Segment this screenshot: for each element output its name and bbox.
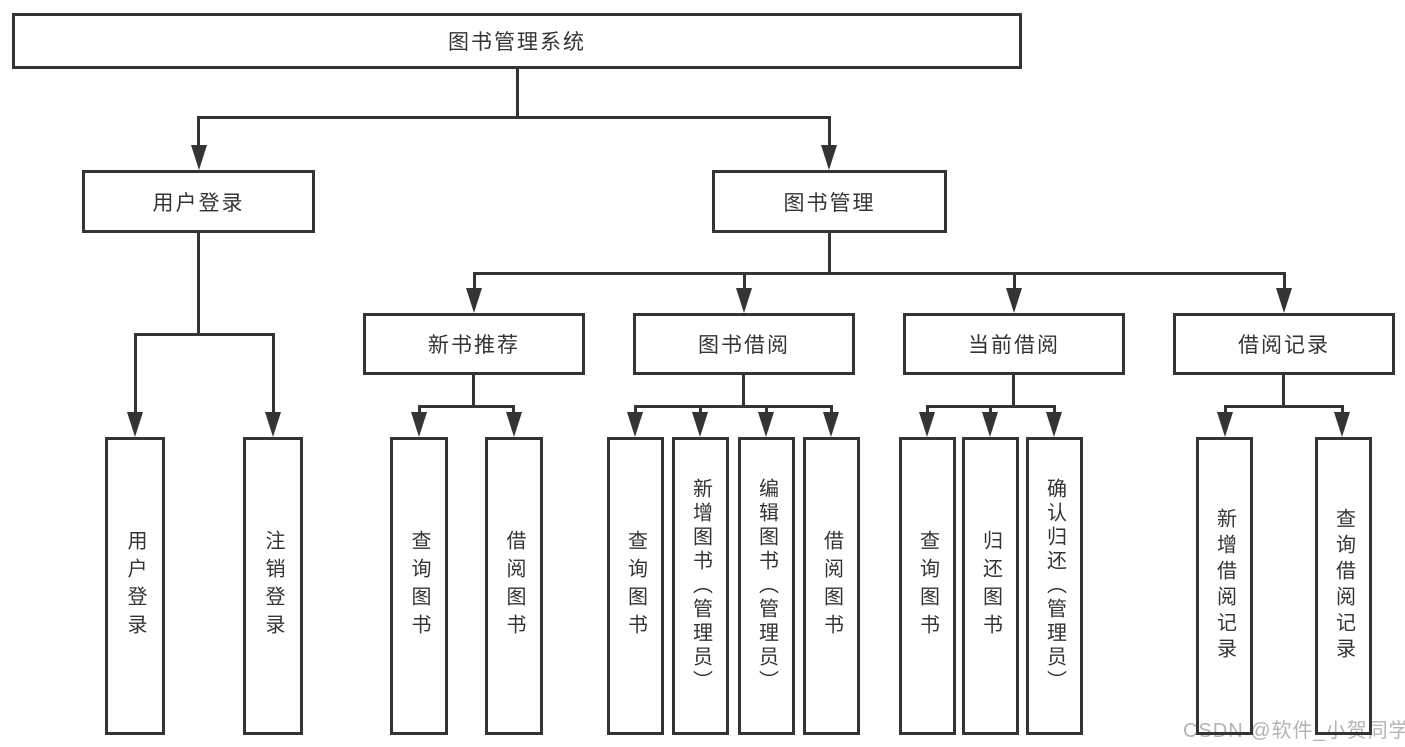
connector-bookmgmt-branch-4 xyxy=(1283,272,1286,290)
leaf-add-books-admin-label: 新增图书（管理员） xyxy=(689,478,712,694)
leaf-logout: 注销登录 xyxy=(243,437,303,735)
node-user-login: 用户登录 xyxy=(82,170,315,233)
leaf-query-borrow-record-label: 查询借阅记录 xyxy=(1332,508,1355,664)
leaf-add-borrow-record-label: 新增借阅记录 xyxy=(1213,508,1236,664)
arrowhead-down-icon xyxy=(821,145,837,170)
arrowhead-down-icon xyxy=(1046,412,1062,437)
arrowhead-down-icon xyxy=(1334,412,1350,437)
arrowhead-down-icon xyxy=(823,412,839,437)
leaf-query-borrow-record: 查询借阅记录 xyxy=(1315,437,1372,735)
connector-root-branch-left xyxy=(197,116,200,148)
connector-userlogin-crossbar xyxy=(134,333,275,336)
connector-records-stem xyxy=(1282,375,1285,408)
node-current-borrowing: 当前借阅 xyxy=(903,313,1125,375)
node-book-borrowing-label: 图书借阅 xyxy=(698,334,790,357)
node-book-management-label: 图书管理 xyxy=(783,191,876,215)
leaf-user-login: 用户登录 xyxy=(105,437,165,735)
arrowhead-down-icon xyxy=(506,412,522,437)
connector-bookmgmt-branch-1 xyxy=(473,272,476,290)
leaf-add-books-admin: 新增图书（管理员） xyxy=(672,437,729,735)
connector-records-crossbar xyxy=(1224,405,1344,408)
leaf-borrow-books-recommend-label: 借阅图书 xyxy=(503,530,525,642)
connector-bookmgmt-branch-2 xyxy=(743,272,746,290)
connector-current-branch-1 xyxy=(926,405,929,415)
leaf-query-books-recommend: 查询图书 xyxy=(390,437,448,735)
arrowhead-down-icon xyxy=(1217,412,1233,437)
connector-root-branch-right xyxy=(828,116,831,148)
leaf-return-books: 归还图书 xyxy=(962,437,1019,735)
connector-current-stem xyxy=(1012,375,1015,408)
leaf-query-books-current-label: 查询图书 xyxy=(916,530,939,642)
connector-borrowing-branch-1 xyxy=(634,405,637,415)
connector-newbook-branch-2 xyxy=(512,405,515,415)
connector-bookmgmt-stem xyxy=(828,233,831,275)
arrowhead-down-icon xyxy=(736,288,752,313)
connector-bookmgmt-crossbar xyxy=(473,272,1285,275)
connector-borrowing-branch-2 xyxy=(699,405,702,415)
leaf-user-login-label: 用户登录 xyxy=(124,530,146,642)
leaf-query-books-borrowing-label: 查询图书 xyxy=(624,530,647,642)
arrowhead-down-icon xyxy=(758,412,774,437)
node-borrowing-records: 借阅记录 xyxy=(1173,313,1395,375)
connector-newbook-crossbar xyxy=(418,405,515,408)
connector-current-branch-3 xyxy=(1053,405,1056,415)
arrowhead-down-icon xyxy=(919,412,935,437)
leaf-confirm-return-admin-label: 确认归还（管理员） xyxy=(1043,478,1066,694)
node-borrowing-records-label: 借阅记录 xyxy=(1238,334,1330,357)
arrowhead-down-icon xyxy=(191,145,207,170)
leaf-edit-books-admin: 编辑图书（管理员） xyxy=(738,437,795,735)
connector-userlogin-branch-1 xyxy=(134,333,137,413)
arrowhead-down-icon xyxy=(265,412,281,437)
csdn-watermark: CSDN @软件_小贺同学 xyxy=(1183,720,1405,742)
connector-current-branch-2 xyxy=(989,405,992,415)
leaf-edit-books-admin-label: 编辑图书（管理员） xyxy=(755,478,778,694)
connector-newbook-branch-1 xyxy=(418,405,421,415)
leaf-borrow-books-label: 借阅图书 xyxy=(820,530,843,642)
connector-records-branch-2 xyxy=(1341,405,1344,415)
connector-userlogin-stem xyxy=(197,233,200,336)
connector-root-stem xyxy=(516,69,519,119)
arrowhead-down-icon xyxy=(982,412,998,437)
leaf-borrow-books-recommend: 借阅图书 xyxy=(485,437,543,735)
node-new-book-recommend: 新书推荐 xyxy=(363,313,585,375)
arrowhead-down-icon xyxy=(1276,288,1292,313)
connector-userlogin-branch-2 xyxy=(272,333,275,413)
connector-root-crossbar xyxy=(198,116,831,119)
leaf-logout-label: 注销登录 xyxy=(262,530,284,642)
leaf-query-books-current: 查询图书 xyxy=(899,437,956,735)
connector-records-branch-1 xyxy=(1224,405,1227,415)
node-book-management: 图书管理 xyxy=(712,170,947,233)
leaf-add-borrow-record: 新增借阅记录 xyxy=(1196,437,1253,735)
node-book-borrowing: 图书借阅 xyxy=(633,313,855,375)
connector-newbook-stem xyxy=(472,375,475,408)
node-new-book-recommend-label: 新书推荐 xyxy=(428,334,520,357)
connector-borrowing-stem xyxy=(742,375,745,408)
node-current-borrowing-label: 当前借阅 xyxy=(968,334,1060,357)
node-root-library-system: 图书管理系统 xyxy=(12,13,1022,69)
arrowhead-down-icon xyxy=(627,412,643,437)
leaf-return-books-label: 归还图书 xyxy=(979,530,1002,642)
connector-bookmgmt-branch-3 xyxy=(1013,272,1016,290)
leaf-confirm-return-admin: 确认归还（管理员） xyxy=(1026,437,1083,735)
node-root-label: 图书管理系统 xyxy=(448,31,586,54)
arrowhead-down-icon xyxy=(466,288,482,313)
leaf-query-books-borrowing: 查询图书 xyxy=(607,437,664,735)
node-user-login-label: 用户登录 xyxy=(152,191,245,215)
connector-borrowing-branch-3 xyxy=(765,405,768,415)
arrowhead-down-icon xyxy=(1006,288,1022,313)
arrowhead-down-icon xyxy=(411,412,427,437)
leaf-borrow-books: 借阅图书 xyxy=(803,437,860,735)
arrowhead-down-icon xyxy=(127,412,143,437)
connector-borrowing-crossbar xyxy=(634,405,832,408)
connector-borrowing-branch-4 xyxy=(830,405,833,415)
arrowhead-down-icon xyxy=(692,412,708,437)
leaf-query-books-recommend-label: 查询图书 xyxy=(408,530,430,642)
